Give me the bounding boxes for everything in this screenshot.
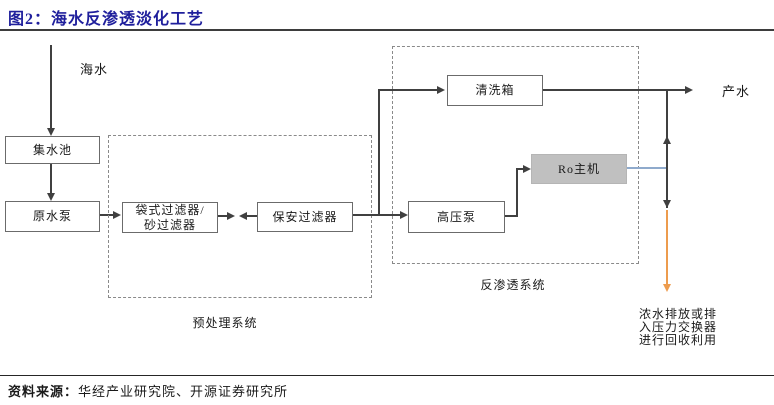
flow-line-product-water [543,89,686,91]
label-pretreatment-system: 预处理系统 [192,316,258,330]
flow-line-into-cleaning-tank [378,89,438,91]
node-ro-host-label: Ro主机 [557,161,600,176]
flow-line-into-ro-host [516,168,524,170]
arrowhead-split-down [663,200,671,208]
arrowhead-bagfilter-right [227,212,235,220]
flow-line-split-vertical [666,90,668,208]
node-cleaning-tank-label: 清洗箱 [475,83,515,98]
arrowhead-securityfilter-left [239,212,247,220]
figure-title: 图2：海水反渗透淡化工艺 [8,11,205,28]
node-bag-sand-filter-label-line1: 袋式过滤器/ [135,203,205,218]
node-raw-water-pump: 原水泵 [5,201,100,232]
node-high-pressure-pump: 高压泵 [408,201,505,233]
label-product-water: 产水 [722,84,751,99]
arrowhead-into-cleaning-tank [437,86,445,94]
source-note: 资料来源：华经产业研究院、开源证券研究所 [8,381,288,400]
label-ro-system: 反渗透系统 [480,278,546,292]
node-collection-pool: 集水池 [5,136,100,164]
flow-line-branch-up [378,90,380,216]
flow-line-pump-out [505,215,518,217]
flow-line-pump-up [516,169,518,217]
arrowhead-into-high-pressure-pump [400,211,408,219]
source-text: 华经产业研究院、开源证券研究所 [78,384,289,399]
label-concentrate: 浓水排放或排 入压力交换器 进行回收利用 [630,308,726,347]
node-bag-sand-filter: 袋式过滤器/ 砂过滤器 [122,202,218,233]
flow-line-seawater [50,45,52,130]
node-security-filter-label: 保安过滤器 [272,209,338,224]
flow-line-pool-to-pump [50,164,52,193]
node-ro-host: Ro主机 [531,154,627,184]
flow-line-pump-to-filter [100,214,114,216]
node-bag-sand-filter-label-line2: 砂过滤器 [143,217,196,232]
node-collection-pool-label: 集水池 [32,142,72,157]
flow-line-concentrate [666,210,668,286]
footer-divider [0,375,774,376]
node-raw-water-pump-label: 原水泵 [32,209,72,224]
title-divider [0,29,774,31]
node-security-filter: 保安过滤器 [257,202,353,232]
flow-line-securityfilter-out [247,215,257,217]
label-concentrate-line2: 入压力交换器 [638,320,717,334]
arrowhead-split-up [663,136,671,144]
arrowhead-concentrate [663,284,671,292]
label-seawater: 海水 [80,62,109,77]
arrowhead-product-water [685,86,693,94]
pretreatment-system-boundary [108,135,372,298]
label-concentrate-line3: 进行回收利用 [638,333,717,347]
label-concentrate-line1: 浓水排放或排 [638,307,717,321]
node-high-pressure-pump-label: 高压泵 [436,209,476,224]
flow-line-to-junction [353,214,401,216]
flow-line-bagfilter-out [218,215,228,217]
arrowhead-into-bag-filter [113,211,121,219]
node-cleaning-tank: 清洗箱 [447,75,543,106]
arrowhead-into-raw-water-pump [47,193,55,201]
ro-system-boundary [392,46,639,264]
flow-line-ro-permeate [627,167,668,169]
arrowhead-into-ro-host [523,165,531,173]
arrowhead-into-collection-pool [47,128,55,136]
source-label: 资料来源： [8,384,79,399]
